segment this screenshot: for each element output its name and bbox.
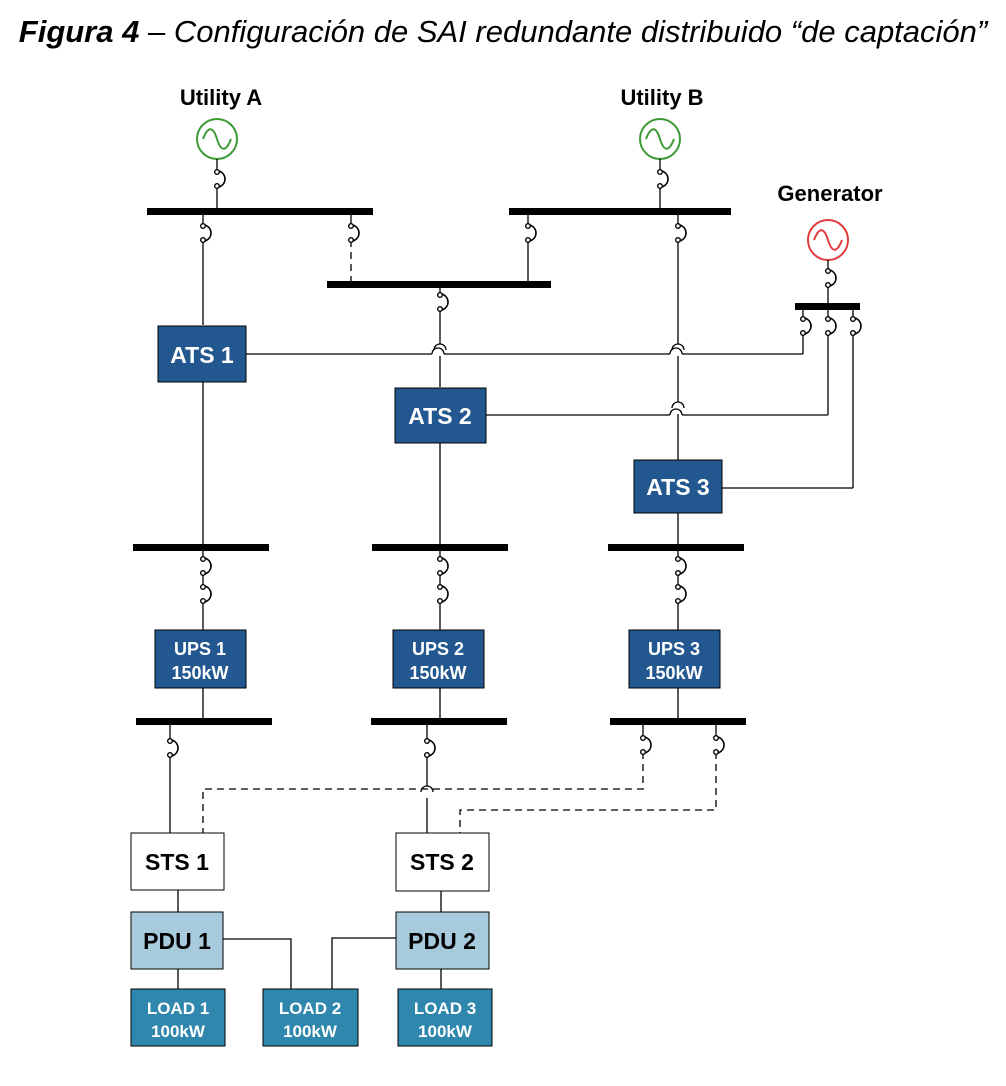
ups-1-rating: 150kW [171,663,228,683]
breaker-icon [639,734,652,756]
breaker-icon [166,737,179,759]
sts-2-box: STS 2 [395,832,490,892]
ups-3-rating: 150kW [645,663,702,683]
pdu-1-box: PDU 1 [130,911,224,970]
ups-3-box: UPS 3 150kW [628,629,721,689]
breaker-icon [799,315,812,337]
ups-2-rating: 150kW [409,663,466,683]
ups-3-output-bus [610,718,746,725]
breaker-icon [199,555,212,577]
load-2-box: LOAD 2 100kW [262,988,359,1047]
sts-2-label: STS 2 [410,849,474,875]
breaker-icon [524,222,537,244]
load-2-rating: 100kW [283,1022,338,1041]
breaker-icon [347,222,360,244]
pdu-2-label: PDU 2 [408,928,476,954]
load-1-name: LOAD 1 [147,999,209,1018]
load-3-name: LOAD 3 [414,999,476,1018]
sts-1-label: STS 1 [145,849,209,875]
utility-b-bus [509,208,731,215]
ats-3-label: ATS 3 [646,474,709,500]
breaker-icon [674,222,687,244]
utility-a-source-icon [196,118,238,160]
breaker-icon [712,734,725,756]
ups-3-input-bus [608,544,744,551]
ups-1-output-bus [136,718,272,725]
utility-b-source-icon [639,118,681,160]
tie-bus [327,281,551,288]
breaker-icon [436,583,449,605]
ats-2-box: ATS 2 [394,387,487,444]
breaker-icon [436,291,449,313]
breaker-icon [436,555,449,577]
ats-1-label: ATS 1 [170,342,234,368]
load-2-name: LOAD 2 [279,999,341,1018]
pdu-2-box: PDU 2 [395,911,490,970]
figure-title: Figura 4 – Configuración de SAI redundan… [0,14,1006,50]
ups-1-input-bus [133,544,269,551]
ats-3-box: ATS 3 [633,459,723,514]
circuit-breakers [166,168,862,759]
ats-2-label: ATS 2 [408,403,471,429]
breaker-icon [824,315,837,337]
sts-1-box: STS 1 [130,832,225,891]
ups-2-name: UPS 2 [412,639,464,659]
pdu-1-label: PDU 1 [143,928,211,954]
breaker-icon [656,168,669,190]
ups-2-box: UPS 2 150kW [392,629,485,689]
ups-1-name: UPS 1 [174,639,226,659]
generator-bus [795,303,860,310]
breaker-icon [199,222,212,244]
breaker-icon [849,315,862,337]
utility-b-label: Utility B [620,85,703,110]
breaker-icon [824,267,837,289]
figure-number: Figura 4 [18,14,140,49]
breaker-icon [213,168,226,190]
ups-2-output-bus [371,718,507,725]
ups-2-input-bus [372,544,508,551]
bus-bars [133,208,860,725]
generator-source-icon [807,219,849,261]
generator-label: Generator [777,181,883,206]
breaker-icon [423,737,436,759]
utility-a-label: Utility A [180,85,262,110]
load-3-box: LOAD 3 100kW [397,988,493,1047]
breaker-icon [199,583,212,605]
ats-1-box: ATS 1 [157,325,247,383]
load-1-box: LOAD 1 100kW [130,988,226,1047]
load-1-rating: 100kW [151,1022,206,1041]
power-wiring [169,159,854,989]
figure-caption: – Configuración de SAI redundante distri… [139,14,988,49]
ups-3-name: UPS 3 [648,639,700,659]
breaker-icon [674,555,687,577]
ups-1-box: UPS 1 150kW [154,629,247,689]
alternate-wiring [202,240,717,833]
load-3-rating: 100kW [418,1022,473,1041]
utility-a-bus [147,208,373,215]
breaker-icon [674,583,687,605]
